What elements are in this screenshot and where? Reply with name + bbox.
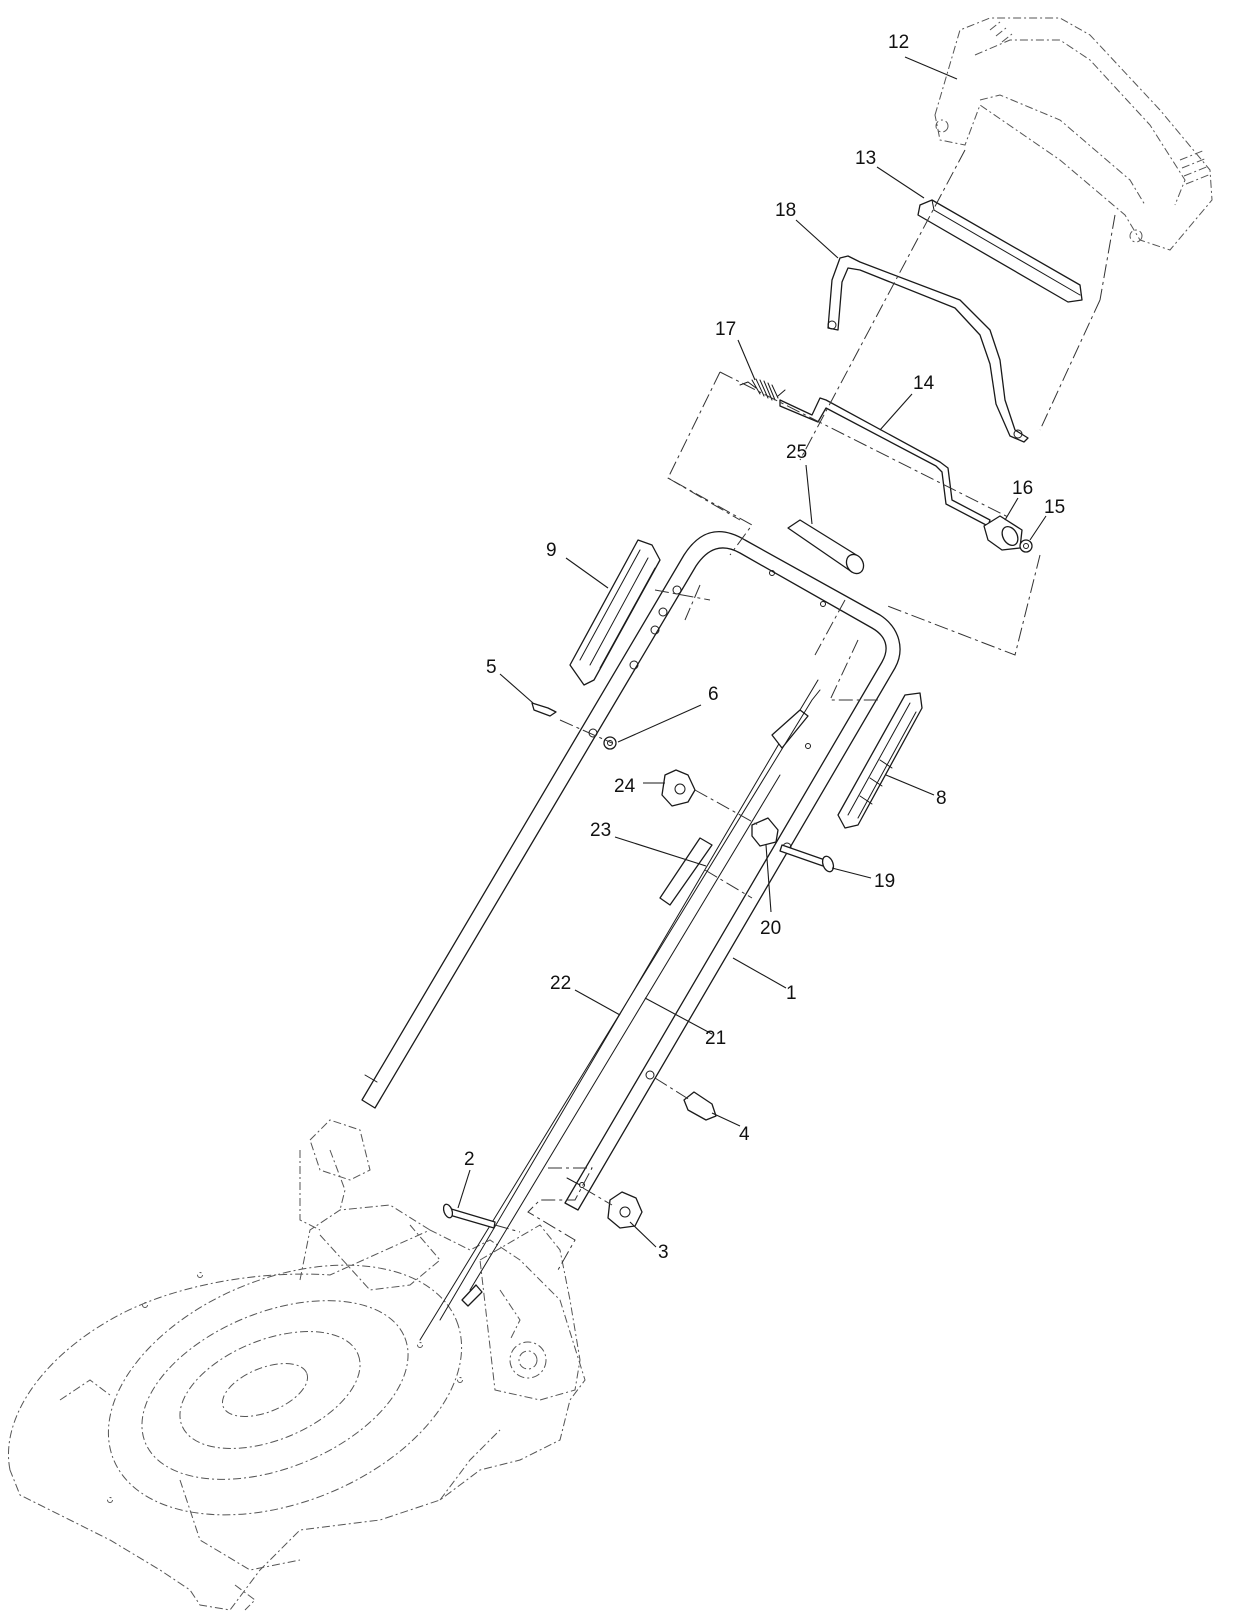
callout-19: 19 xyxy=(874,871,895,892)
callout-23: 23 xyxy=(590,820,611,841)
fitting-4 xyxy=(683,1091,717,1121)
leader-lines xyxy=(457,56,1047,1248)
knob-3 xyxy=(607,1191,643,1229)
bolt-19 xyxy=(779,844,835,873)
callout-3: 3 xyxy=(658,1242,669,1263)
control-rod-14 xyxy=(779,397,991,527)
side-cover-9 xyxy=(569,539,661,686)
callout-25: 25 xyxy=(786,442,807,463)
washer-15 xyxy=(1019,539,1033,553)
callout-14: 14 xyxy=(913,373,935,394)
callout-24: 24 xyxy=(614,776,636,797)
callout-5: 5 xyxy=(486,657,497,678)
callout-21: 21 xyxy=(705,1028,726,1049)
tube-25 xyxy=(787,519,865,575)
mower-deck-phantom xyxy=(8,1119,586,1611)
callout-12: 12 xyxy=(888,32,909,53)
spring-17 xyxy=(739,378,786,401)
callout-8: 8 xyxy=(936,788,947,809)
callout-labels: 1 2 3 4 5 6 8 9 12 13 14 15 16 17 18 19 … xyxy=(464,32,1065,1263)
cable-22 xyxy=(419,689,821,1341)
callout-16: 16 xyxy=(1012,478,1033,499)
assembly-lines xyxy=(494,149,1116,1271)
callout-1: 1 xyxy=(786,983,797,1004)
cable-21 xyxy=(439,679,819,1321)
callout-17: 17 xyxy=(715,319,736,340)
callout-9: 9 xyxy=(546,540,557,561)
pad-23 xyxy=(659,837,713,906)
bail-bar-18 xyxy=(827,255,1029,443)
callout-6: 6 xyxy=(708,684,719,705)
knob-24 xyxy=(661,769,696,807)
foam-grip-13 xyxy=(917,199,1083,303)
callout-18: 18 xyxy=(775,200,796,221)
side-cover-8 xyxy=(837,692,923,829)
cable-tie-5 xyxy=(531,702,557,717)
nut-6 xyxy=(603,736,617,750)
bolt-2 xyxy=(442,1203,496,1229)
cable-guide-20 xyxy=(751,817,779,847)
callout-2: 2 xyxy=(464,1149,475,1170)
callout-13: 13 xyxy=(855,148,876,169)
bushing-16 xyxy=(983,515,1023,551)
callout-15: 15 xyxy=(1044,497,1065,518)
callout-22: 22 xyxy=(550,973,571,994)
callout-20: 20 xyxy=(760,918,781,939)
callout-4: 4 xyxy=(739,1124,750,1145)
handle-frame-1 xyxy=(361,531,901,1211)
upper-handle-12 xyxy=(934,17,1213,251)
